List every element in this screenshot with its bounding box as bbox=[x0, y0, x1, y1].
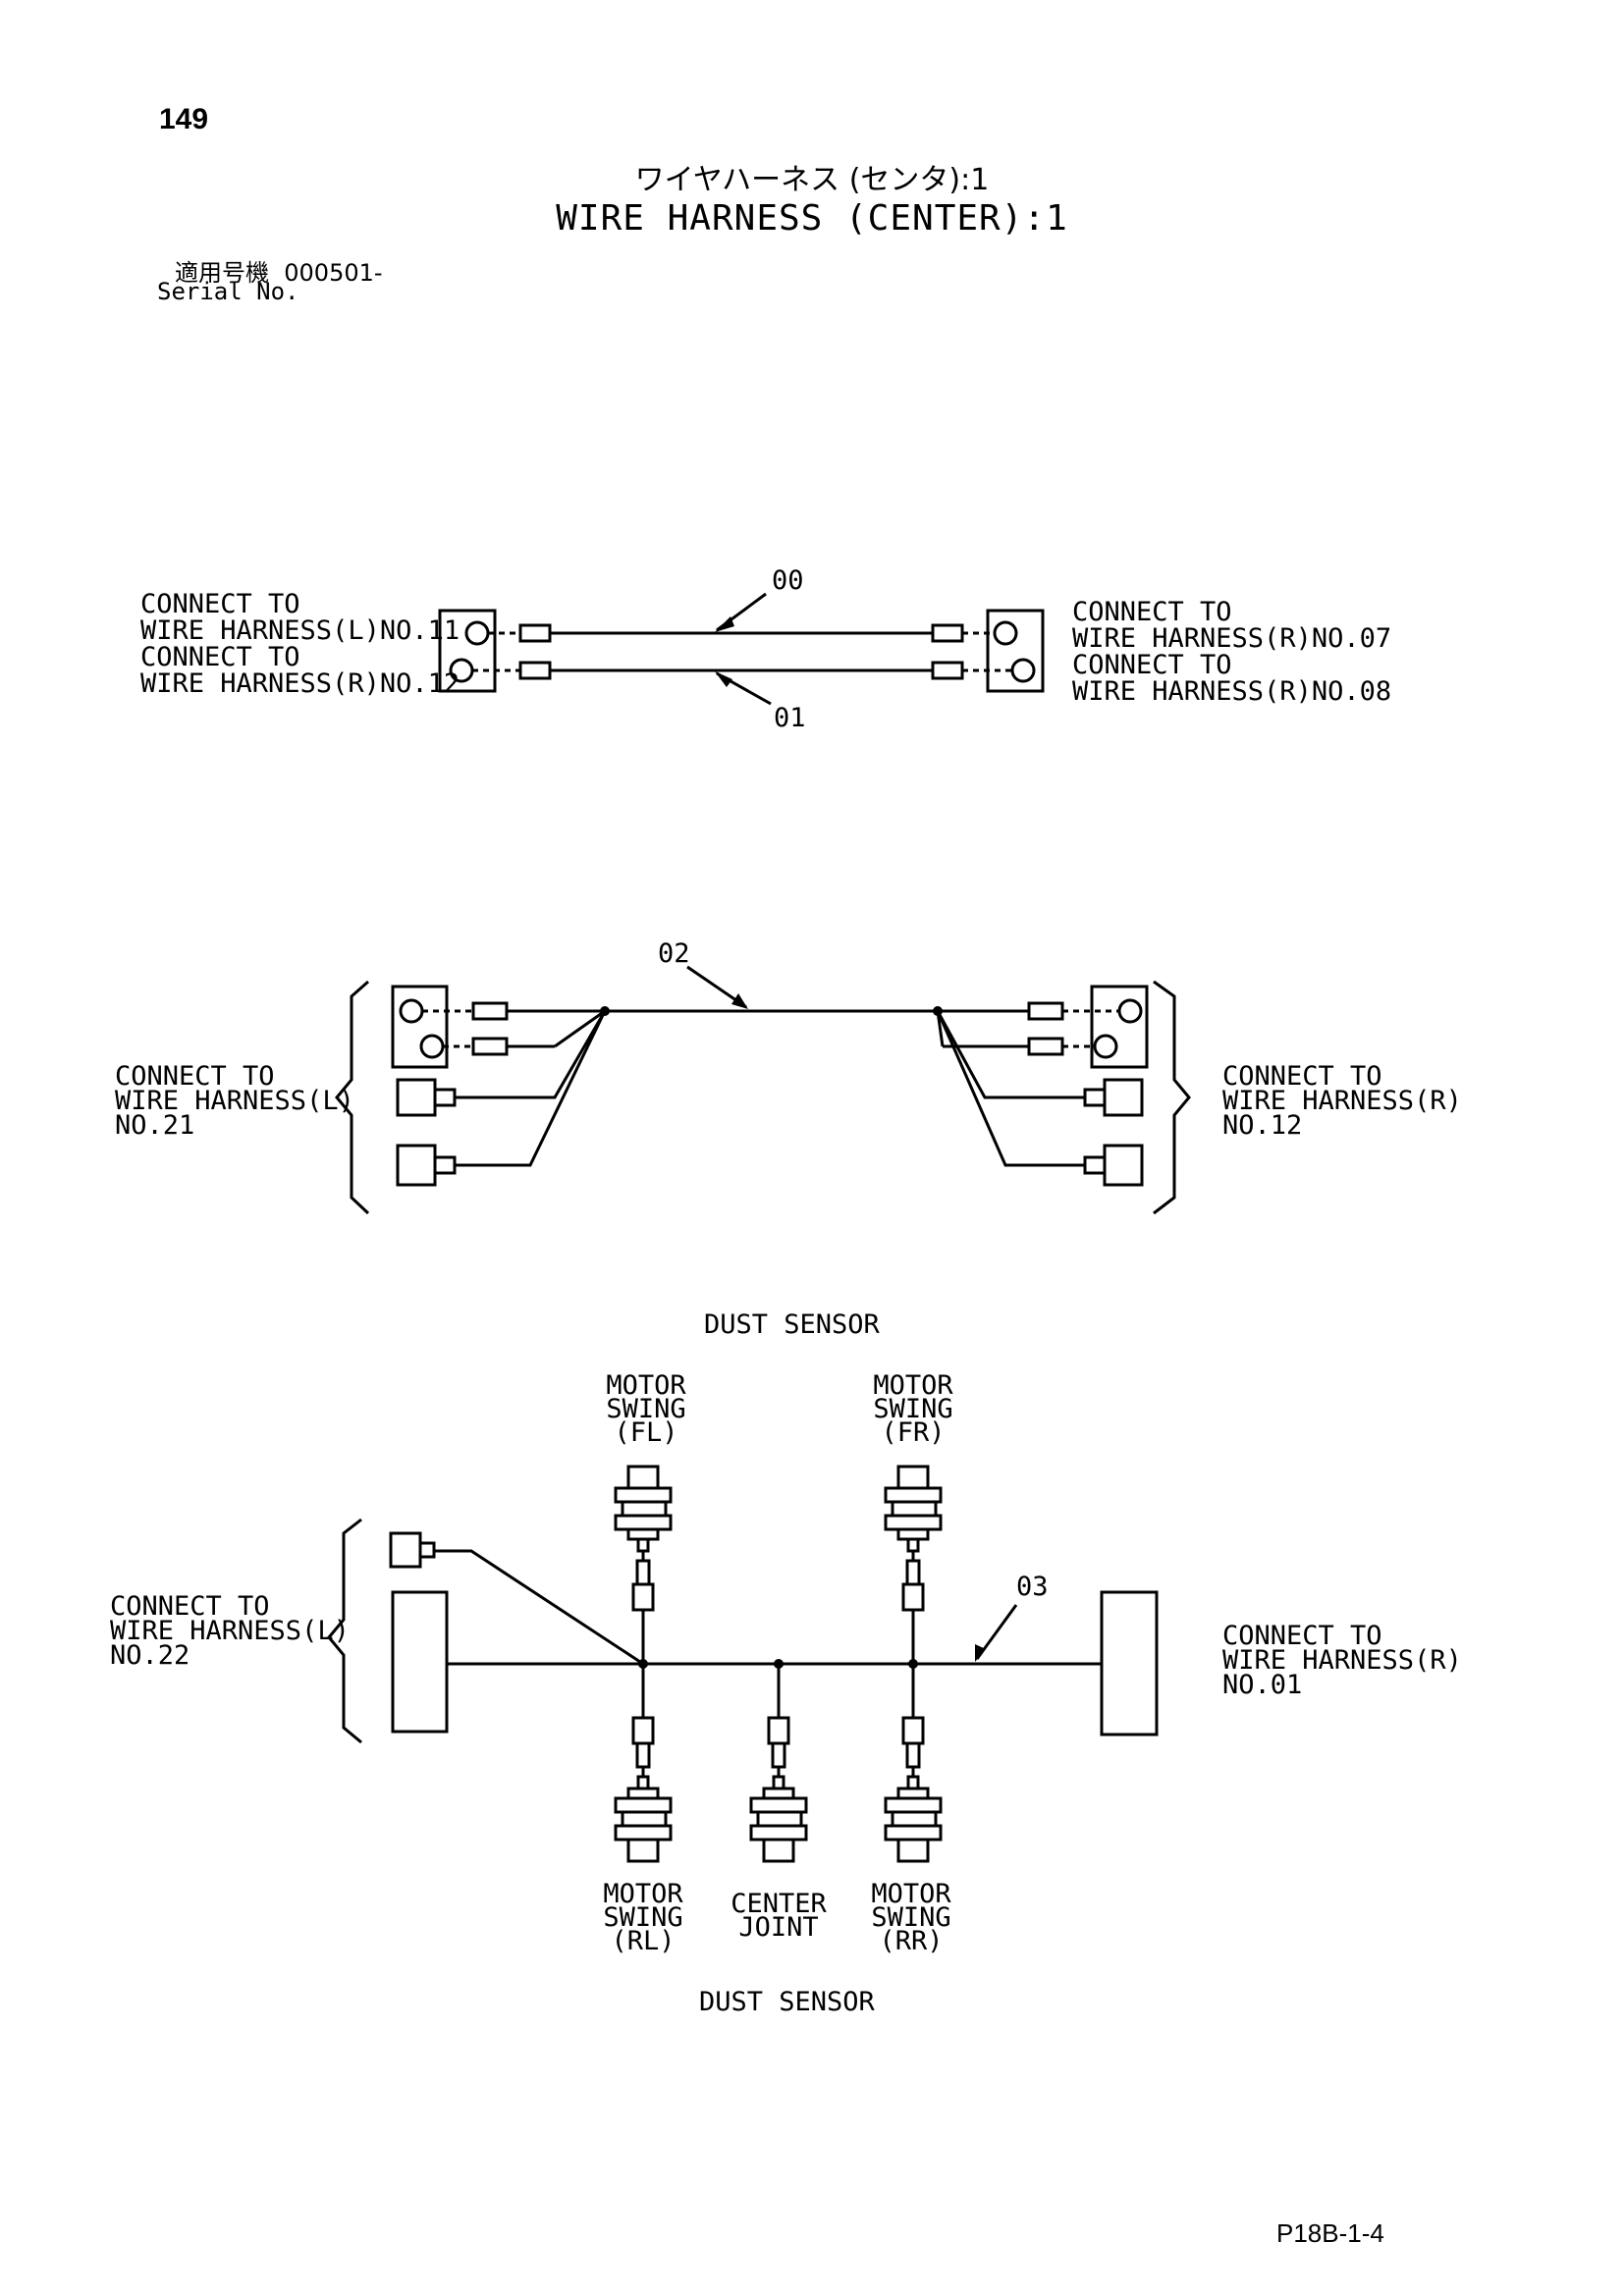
left-plug-lower bbox=[518, 661, 552, 680]
d1-right-label-1-line-2: WIRE HARNESS(R)NO.07 bbox=[1072, 623, 1391, 654]
title-english: WIRE HARNESS (CENTER):1 bbox=[556, 198, 1068, 239]
right-large-connector bbox=[1100, 1590, 1159, 1736]
fl-label-line-1: MOTOR bbox=[606, 1370, 686, 1401]
left-plug-upper bbox=[471, 1001, 509, 1021]
rl-label-line-1: MOTOR bbox=[603, 1879, 683, 1909]
d2-left-label-line-3: NO.21 bbox=[115, 1110, 194, 1141]
page-number: 149 bbox=[159, 103, 209, 135]
d1-right-label-1-line-1: CONNECT TO bbox=[1072, 597, 1232, 627]
right-terminal-upper bbox=[993, 620, 1018, 646]
right-terminal-lower bbox=[1010, 658, 1036, 683]
right-plug-upper bbox=[931, 623, 964, 643]
left-plug-lower bbox=[471, 1037, 509, 1056]
sensor-motor-swing-rr bbox=[884, 1716, 943, 1863]
callout-00: 00 bbox=[772, 565, 804, 596]
callout-03: 03 bbox=[1016, 1572, 1049, 1602]
d1-left-label-1-line-1: CONNECT TO bbox=[140, 589, 300, 619]
left-bracket bbox=[335, 980, 370, 1215]
sensor-motor-swing-fl bbox=[614, 1465, 673, 1612]
sensor-center-joint bbox=[749, 1716, 808, 1863]
left-terminal-upper bbox=[464, 620, 490, 646]
d3-top-caption: DUST SENSOR bbox=[704, 1309, 881, 1340]
left-bracket bbox=[327, 1518, 362, 1744]
d1-right-label-2-line-2: WIRE HARNESS(R)NO.08 bbox=[1072, 676, 1391, 707]
d3-right-label-line-2: WIRE HARNESS(R) bbox=[1222, 1645, 1462, 1676]
d2-right-label-line-2: WIRE HARNESS(R) bbox=[1222, 1086, 1462, 1116]
fl-label-line-2: SWING bbox=[606, 1394, 685, 1424]
serial-label-jp: 適用号機 bbox=[175, 259, 269, 287]
serial-value: 000501- bbox=[284, 259, 383, 287]
right-plug-upper bbox=[1027, 1001, 1064, 1021]
cj-label-line-2: JOINT bbox=[738, 1912, 818, 1943]
harness-00-01 bbox=[438, 592, 1045, 706]
callout-02: 02 bbox=[658, 938, 690, 969]
fr-label-line-2: SWING bbox=[873, 1394, 952, 1424]
arrowhead-01 bbox=[715, 671, 732, 687]
arrowhead-03 bbox=[975, 1644, 986, 1662]
d3-right-label-line-1: CONNECT TO bbox=[1222, 1621, 1382, 1651]
left-connector-block bbox=[438, 609, 497, 693]
rl-label-line-3: (RL) bbox=[611, 1926, 675, 1956]
left-small-connector bbox=[389, 1531, 422, 1569]
sensor-motor-swing-fr bbox=[884, 1465, 943, 1612]
d3-right-label-line-3: NO.01 bbox=[1222, 1670, 1302, 1700]
d3-bottom-caption: DUST SENSOR bbox=[699, 1987, 876, 2017]
right-plug-lower bbox=[1027, 1037, 1064, 1056]
d2-right-label-line-1: CONNECT TO bbox=[1222, 1061, 1382, 1092]
serial-number-japanese: 適用号機 000501- bbox=[175, 253, 383, 288]
callout-01: 01 bbox=[774, 703, 806, 733]
left-socket-upper bbox=[396, 1078, 437, 1117]
left-large-connector bbox=[391, 1590, 449, 1734]
sensor-motor-swing-rl bbox=[614, 1716, 673, 1863]
right-connector-block bbox=[1090, 985, 1149, 1069]
harness-03 bbox=[327, 1465, 1159, 1863]
d1-left-label-2-line-2: WIRE HARNESS(R)NO.12 bbox=[140, 668, 460, 699]
rr-label-line-2: SWING bbox=[871, 1902, 950, 1933]
d3-left-label-line-1: CONNECT TO bbox=[110, 1591, 270, 1622]
title-japanese: ワイヤハーネス (センタ):1 bbox=[634, 163, 990, 197]
d1-left-label-1-line-2: WIRE HARNESS(L)NO.11 bbox=[140, 615, 460, 646]
fl-label-line-3: (FL) bbox=[614, 1417, 677, 1448]
d1-right-label-2-line-1: CONNECT TO bbox=[1072, 650, 1232, 680]
d2-right-label-line-3: NO.12 bbox=[1222, 1110, 1302, 1141]
arrowhead-02 bbox=[731, 993, 748, 1009]
fr-label-line-1: MOTOR bbox=[873, 1370, 953, 1401]
right-socket-lower bbox=[1103, 1144, 1144, 1187]
rr-label-line-3: (RR) bbox=[879, 1926, 943, 1956]
rl-label-line-2: SWING bbox=[603, 1902, 682, 1933]
right-bracket bbox=[1153, 980, 1191, 1215]
d3-left-label-line-3: NO.22 bbox=[110, 1640, 189, 1671]
rr-label-line-1: MOTOR bbox=[871, 1879, 951, 1909]
fr-label-line-3: (FR) bbox=[881, 1417, 945, 1448]
d2-left-label-line-2: WIRE HARNESS(L) bbox=[115, 1086, 354, 1116]
right-socket-upper bbox=[1103, 1078, 1144, 1117]
left-socket-lower bbox=[396, 1144, 437, 1187]
d3-left-label-line-2: WIRE HARNESS(L) bbox=[110, 1616, 350, 1646]
serial-label-en: Serial No. bbox=[157, 278, 299, 305]
footer-code: P18B-1-4 bbox=[1276, 2218, 1384, 2248]
harness-02 bbox=[335, 965, 1191, 1215]
arrowhead-00 bbox=[715, 616, 734, 632]
right-plug-lower bbox=[931, 661, 964, 680]
cj-label-line-1: CENTER bbox=[731, 1889, 827, 1919]
d1-left-label-2-line-1: CONNECT TO bbox=[140, 642, 300, 672]
left-plug-upper bbox=[518, 623, 552, 643]
right-connector-block bbox=[986, 609, 1045, 693]
left-connector-block bbox=[391, 985, 449, 1069]
d2-left-label-line-1: CONNECT TO bbox=[115, 1061, 275, 1092]
